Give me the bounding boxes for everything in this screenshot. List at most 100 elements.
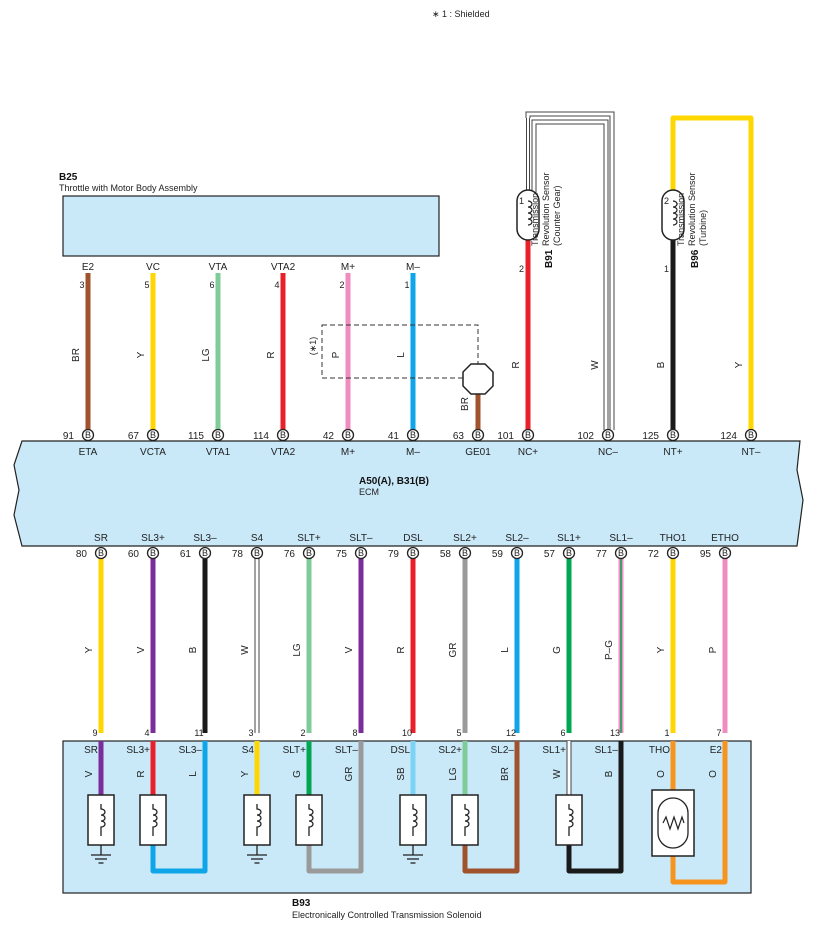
top-wire-color-3: R [266,351,277,358]
b93-terminal-5: SLT– [335,745,359,756]
b93-inner-color-6: SB [396,767,407,781]
ecm-top-terminal-2-letter: B [215,430,221,440]
ecm-top-pin-3: 114 [253,431,269,442]
nc-minus-inner-core [532,120,608,430]
b93-pin-10: 13 [610,728,620,738]
b93-pin-1: 4 [144,728,149,738]
ecm-bottom-terminal-3-letter: B [254,548,260,558]
ecm-bottom-terminal-11-letter: B [670,548,676,558]
ecm-bottom-pin-8: 59 [492,549,504,560]
ecm-bottom-terminal-4 [302,546,316,560]
b93-pin-12: 7 [716,728,721,738]
ecm-bottom-terminal-7-letter: B [462,548,468,558]
nt-minus-wire [670,115,754,430]
shield-note: ∗ 1 : Shielded [432,9,490,19]
top-wire-color-4: P [331,351,342,358]
ecm-top-name-o3: NT+ [663,447,682,458]
ecm-bottom-terminal-2 [198,546,212,560]
ecm-bottom-name-4: SLT+ [297,533,321,544]
sensor-b91-pin-top: 1 [519,196,524,206]
ecm-bottom-name-5: SLT– [349,533,373,544]
ecm-bottom-terminal-6-letter: B [410,548,416,558]
ecm-bottom-name-8: SL2– [505,533,529,544]
ecm-top-terminal-1 [146,428,160,442]
solenoid-dsl-icon [399,794,427,846]
solenoid-s4-icon [243,794,271,846]
ecm-top-terminal-3-letter: B [280,430,286,440]
ecm-bottom-pin-1: 60 [128,549,140,560]
thermistor-icon-zigzag [662,815,685,831]
b93-inner-color-9: W [552,769,563,779]
b93-name: Electronically Controlled Transmission S… [292,910,482,920]
b93-pin-4: 2 [300,728,305,738]
bottom-wire-color-7: GR [448,643,459,658]
ecm-box [13,440,804,547]
b93-inner-color-8: BR [500,767,511,781]
solenoid-slt-icon [295,794,323,846]
nc-minus-inner [531,119,609,430]
ecm-bottom-terminal-8 [510,546,524,560]
nc-minus-wire-core [526,112,614,430]
ecm-bottom-terminal-12-letter: B [722,548,728,558]
b93-inner-color-11: O [656,770,667,778]
b25-terminal-0: E2 [82,262,95,273]
bottom-wire-color-3: W [240,645,251,655]
inner-sl1-loop [566,741,624,874]
b25-code: B25 [59,172,78,183]
bottom-wire-color-2: B [188,646,199,653]
ecm-bottom-pin-2: 61 [180,549,192,560]
b25-terminal-2: VTA [209,262,228,273]
svg-text:(Turbine): (Turbine) [698,210,708,246]
inner-sl3-loop [150,741,208,874]
ecm-bottom-pin-11: 72 [648,549,660,560]
ecm-top-name-2: VTA1 [206,447,231,458]
solenoid-sl2-icon-winding [464,804,470,836]
ecm-bottom-name-2: SL3– [193,533,217,544]
nc-minus-color: W [590,360,601,370]
ecm-bottom-pin-7: 58 [440,549,452,560]
ecm-top-pin-0: 91 [63,431,75,442]
b25-pin-1: 5 [144,280,149,290]
solenoid-s4-icon-winding [256,804,262,836]
nt-minus-color: Y [734,361,745,368]
ecm-bottom-terminal-5-letter: B [358,548,364,558]
sensor-b96-label: B96 Transmission Revolution Sensor (Turb… [676,172,708,268]
b25-name: Throttle with Motor Body Assembly [59,183,198,193]
sensor-b96-pin-top: 2 [664,196,669,206]
nt-plus-color: B [656,361,667,368]
b25-pin-4: 2 [339,280,344,290]
ecm-bottom-terminal-1 [146,546,160,560]
ecm-top-terminal-4 [341,428,355,442]
b93-inner-color-5: GR [344,767,355,782]
ecm-bottom-terminal-7 [458,546,472,560]
b25-pin-3: 4 [274,280,279,290]
ecm-top-terminal-3 [276,428,290,442]
top-wire-color-2: LG [201,348,212,362]
ecm-bottom-terminal-6 [406,546,420,560]
bottom-wire-color-10: P–G [604,640,615,660]
ecm-top-terminal-5 [406,428,420,442]
svg-text:Revolution Sensor: Revolution Sensor [541,172,551,246]
b25-pin-5: 1 [404,280,409,290]
solenoid-dsl-icon-winding [412,804,418,836]
ecm-top-terminal-0 [81,428,95,442]
sensor-b91-icon [516,189,540,241]
ecm-bottom-name-10: SL1– [609,533,633,544]
ecm-bottom-terminal-8-letter: B [514,548,520,558]
inner-slt-loop [306,741,364,874]
top-wire-color-0: BR [71,348,82,362]
ecm-top-pin-2: 115 [188,431,204,442]
b93-pin-6: 10 [402,728,412,738]
ecm-bottom-name-9: SL1+ [557,533,581,544]
ecm-bottom-terminal-3 [250,546,264,560]
ecm-bottom-pin-10: 77 [596,549,608,560]
ecm-top-name-4: M+ [341,447,355,458]
sensor-b96-pin-bottom: 1 [664,264,669,274]
ecm-top-terminal-0-letter: B [85,430,91,440]
b93-terminal-12: E2 [710,745,723,756]
b93-terminal-11: THO [649,745,670,756]
b93-pin-9: 6 [560,728,565,738]
b93-inner-color-3: Y [240,770,251,777]
ecm-bottom-name-7: SL2+ [453,533,477,544]
b93-terminal-1: SL3+ [126,745,150,756]
